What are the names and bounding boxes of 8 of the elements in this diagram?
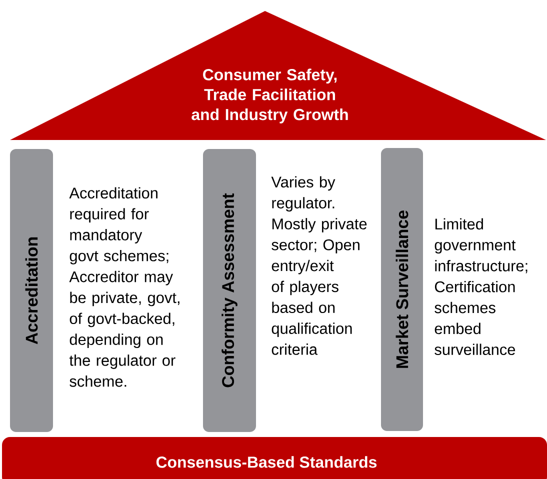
base-band: Consensus-Based Standards [2,436,547,479]
pillar: Conformity Assessment [203,148,256,432]
description-text: Accreditation required for mandatory govt schemes; Accreditor may be private, govt, of govt-backed, depending on the regulator or scheme. [69,187,180,387]
roof-triangle: Consumer Safety, Trade Facilitation and Industry Growth [10,11,546,140]
pillar: Market Surveillance [381,148,423,431]
description-text: Varies by regulator. Mostly private sector; Open entry/exit of players based on qualification criteria [271,176,367,355]
description-text: Limited government infrastructure; Certification schemes embed surveillance [434,218,528,356]
pillar: Accreditation [10,148,53,432]
